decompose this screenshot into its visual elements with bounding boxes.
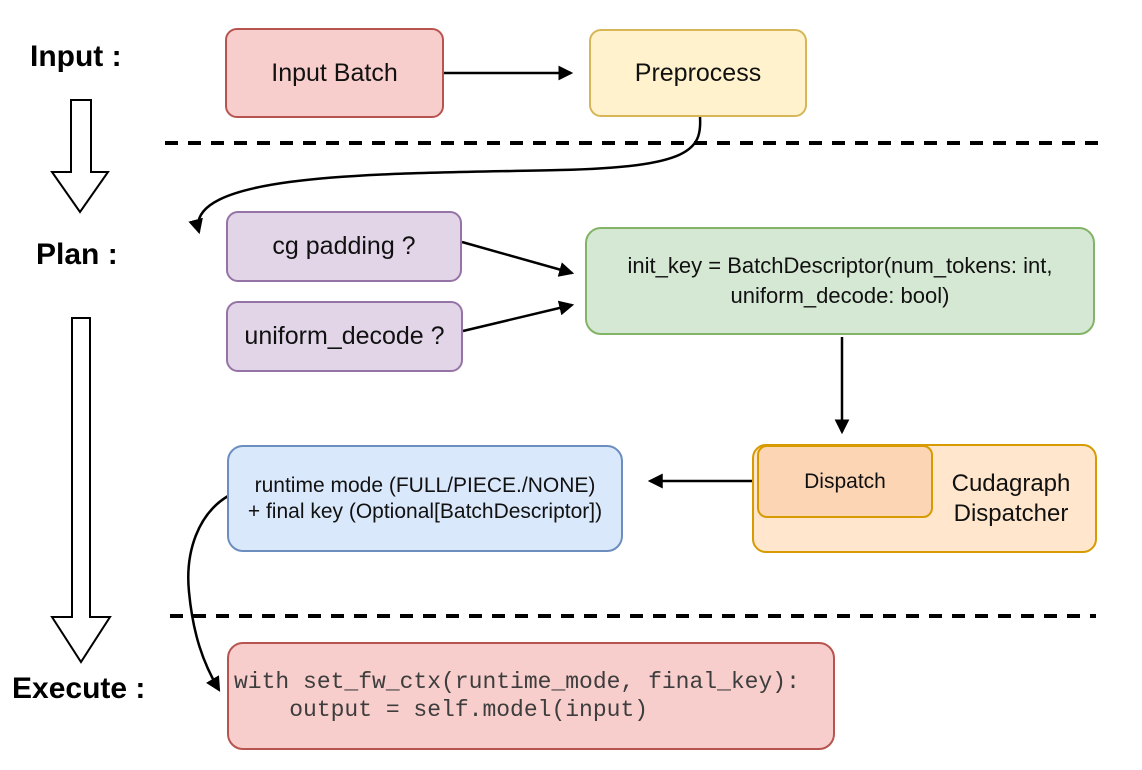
cudagraph-dispatcher-label: Cudagraph Dispatcher (927, 469, 1095, 529)
dispatch-label: Dispatch (804, 469, 886, 493)
init-key-line1: init_key = BatchDescriptor(num_tokens: i… (627, 253, 1053, 278)
plan-section-label: Plan : (36, 238, 118, 271)
cg-padding-label: cg padding ? (272, 232, 416, 260)
runtime-mode-line1: runtime mode (FULL/PIECE./NONE) (254, 473, 596, 497)
dispatch-box: Dispatch (757, 445, 933, 518)
execute-code-line1: with set_fw_ctx(runtime_mode, final_key)… (234, 669, 800, 695)
cudagraph-dispatcher-line2: Dispatcher (953, 499, 1069, 527)
execute-code-line2: output = self.model(input) (234, 697, 649, 723)
init-key-box: init_key = BatchDescriptor(num_tokens: i… (585, 227, 1095, 335)
cudagraph-dispatcher-line1: Cudagraph (951, 469, 1071, 497)
uniform-decode-box: uniform_decode ? (226, 301, 463, 372)
input-flow-arrow-icon (50, 99, 110, 214)
cg-padding-box: cg padding ? (226, 211, 462, 282)
arrow-runtime-mode-to-execute-code (187, 494, 229, 692)
execute-section-label: Execute : (12, 672, 146, 705)
runtime-mode-box: runtime mode (FULL/PIECE./NONE) + final … (227, 445, 623, 552)
preprocess-box: Preprocess (589, 29, 807, 117)
execute-code-box: with set_fw_ctx(runtime_mode, final_key)… (227, 642, 835, 750)
plan-flow-arrow-icon (50, 317, 112, 664)
uniform-decode-label: uniform_decode ? (244, 322, 445, 350)
runtime-mode-line2: + final key (Optional[BatchDescriptor]) (247, 499, 603, 523)
arrow-cg-padding-to-init-key (461, 240, 575, 277)
preprocess-label: Preprocess (634, 58, 762, 87)
init-key-line2: uniform_decode: bool) (730, 283, 950, 308)
input-section-label: Input : (30, 40, 122, 73)
arrow-preprocess-to-cg-padding (188, 116, 702, 235)
arrow-uniform-decode-to-init-key (462, 300, 575, 333)
input-batch-label: Input Batch (271, 58, 398, 87)
input-batch-box: Input Batch (225, 28, 444, 118)
